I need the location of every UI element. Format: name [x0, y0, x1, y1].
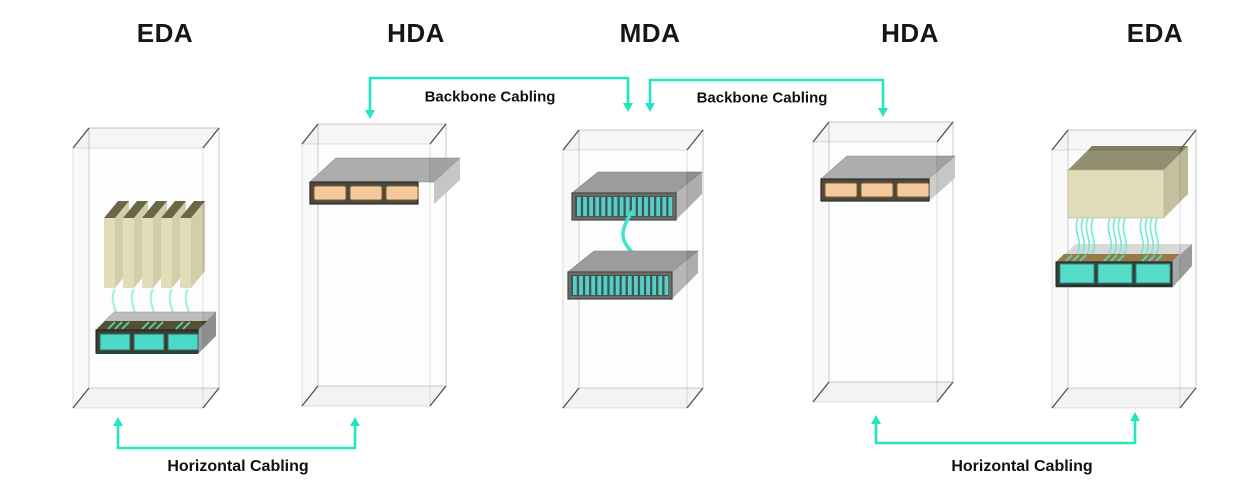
- horizontal-cabling-right-arrow: [871, 412, 1140, 445]
- server-blades: [104, 201, 205, 288]
- rack-label-eda-left: EDA: [136, 18, 194, 48]
- rack-label-mda: MDA: [619, 18, 681, 48]
- patch-panel: [820, 155, 956, 202]
- patch-panel: [309, 157, 461, 205]
- backbone-cabling-right-label: Backbone Cabling: [696, 89, 828, 107]
- patch-panel: [95, 311, 217, 354]
- horizontal-cabling-left-arrow: [113, 417, 360, 450]
- server-chassis: [1067, 146, 1188, 219]
- rack-label-hda-left: HDA: [387, 18, 445, 48]
- backbone-cabling-right-arrow: [645, 78, 888, 117]
- rack-eda-left: [72, 127, 220, 409]
- equipment-cords: [1075, 217, 1160, 257]
- rack-mda: [562, 129, 704, 409]
- cross-connect-panel-lower: [567, 250, 699, 300]
- rack-hda-right: [812, 121, 956, 403]
- patch-panel: [1055, 244, 1192, 288]
- cross-connect-panel-upper: [571, 171, 703, 221]
- horizontal-cabling-right-label: Horizontal Cabling: [951, 458, 1093, 475]
- rack-label-eda-right: EDA: [1126, 18, 1184, 48]
- rack-eda-right: [1051, 129, 1197, 409]
- rack-label-hda-right: HDA: [881, 18, 939, 48]
- backbone-cabling-left-label: Backbone Cabling: [424, 88, 556, 106]
- rack-hda-left: [301, 123, 461, 407]
- backbone-cabling-left-arrow: [365, 76, 633, 119]
- horizontal-cabling-left-label: Horizontal Cabling: [167, 458, 309, 475]
